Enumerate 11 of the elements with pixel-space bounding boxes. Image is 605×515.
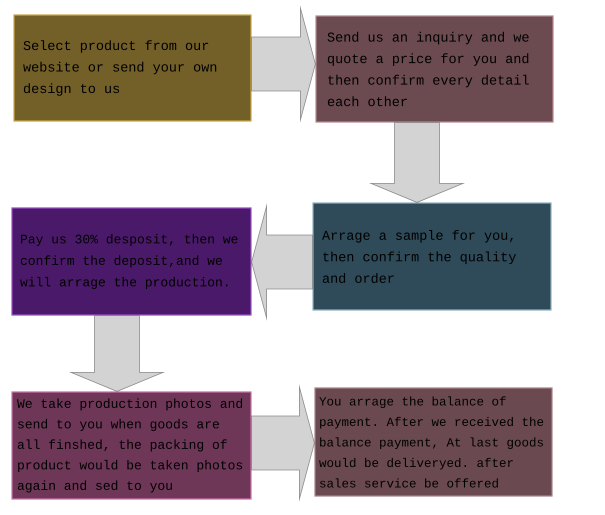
block-arrow <box>69 315 166 392</box>
block-arrow <box>251 4 316 124</box>
process-box: Pay us 30% desposit, then we confirm the deposit,and we will arrage the production. <box>11 207 252 316</box>
block-arrow <box>251 202 313 322</box>
process-box: Arrage a sample for you, then confirm the quality and order <box>312 202 552 311</box>
process-box: We take production photos and send to you when goods are all finshed, the packing of product would be taken photos again and sed to you <box>11 391 252 500</box>
process-box: Send us an inquiry and we quote a price for you and then confirm every detail each other <box>315 15 554 123</box>
block-arrow <box>251 384 315 502</box>
process-box: Select product from our website or send your own design to us <box>13 14 252 122</box>
block-arrow <box>368 122 466 203</box>
process-box: You arrage the balance of payment. After we received the balance payment, At last goods would be deliveryed. after sales service be offered <box>314 387 553 497</box>
